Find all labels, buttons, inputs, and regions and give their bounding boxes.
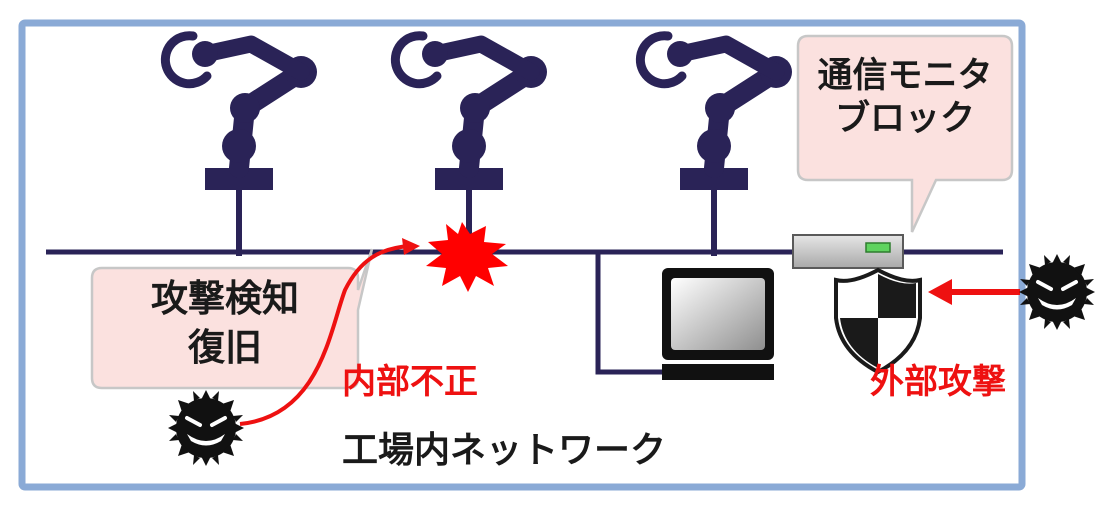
terminal-branch-line [595,252,662,375]
burst-icon [426,222,508,292]
monitor-block-label: 通信モニタ ブロック [808,58,1002,138]
robot-arm-icon [640,36,792,256]
monitor-block-device [792,234,904,269]
outer-frame [18,19,1026,491]
computer-terminal-icon [662,268,774,380]
external-attack-arrowhead [928,279,952,305]
virus-icon [166,388,246,468]
virus-icon [1017,252,1097,332]
network-name-label: 工場内ネットワーク [342,430,667,471]
robot-arm-icon [395,36,547,256]
shield-icon [834,267,922,375]
monitor-block-label-line1: 通信モニタ [817,56,993,96]
external-attack-label: 外部攻撃 [870,362,1006,402]
internal-fraud-label: 内部不正 [342,362,478,402]
attack-detect-label: 攻撃検知 復旧 [100,277,350,369]
robot-arm-icon [165,36,317,256]
internal-fraud-arrowhead [402,238,420,255]
attack-detect-label-line1: 攻撃検知 [151,277,299,320]
internal-fraud-arrow [239,244,411,426]
monitor-block-callout [796,34,1014,233]
monitor-block-label-line2: ブロック [834,98,975,139]
attack-detect-label-line2: 復旧 [188,325,262,369]
